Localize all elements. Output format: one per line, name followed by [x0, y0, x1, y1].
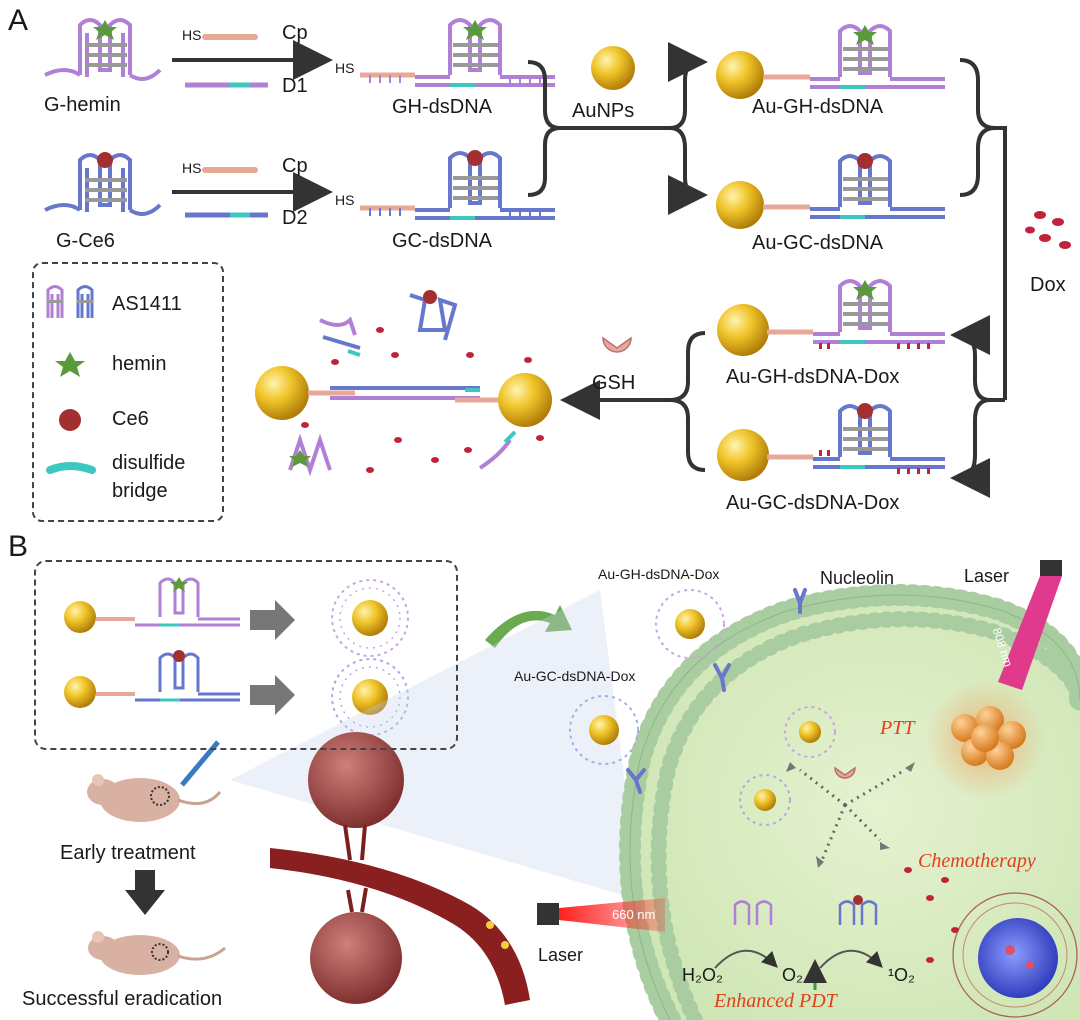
- legend-disulfide: disulfide: [112, 452, 186, 474]
- g-ce6-label: G-Ce6: [56, 230, 115, 252]
- release-dotted-arrows: [799, 768, 906, 861]
- aunps-merge-arrows: [527, 42, 708, 215]
- mouse-eradicated: [88, 931, 226, 975]
- au-gh-dsdna-dox-b-label: Au-GH-dsDNA-Dox: [598, 566, 720, 582]
- hs-label-1: HS: [182, 27, 202, 43]
- cell-nucleus: [952, 892, 1078, 1018]
- au-gc-dsdna-dox-structure: [717, 403, 945, 481]
- dox-in-cell: [904, 867, 959, 963]
- hs-label-4: HS: [335, 192, 355, 208]
- au-gh-dsdna-dox-structure: [717, 279, 945, 356]
- cp-d1-reagents: [172, 34, 333, 88]
- au-gh-dsdna-structure: [716, 24, 945, 99]
- pdt-reaction: [714, 895, 883, 990]
- au-gc-dsdna-dox-label: Au-GC-dsDNA-Dox: [726, 492, 900, 514]
- legend-icons: [46, 285, 96, 474]
- chevron-arrow-icons: [786, 762, 915, 868]
- legend-ce6: Ce6: [112, 408, 149, 430]
- cp-label-2: Cp: [282, 155, 308, 177]
- g-ce6-structure: [44, 152, 162, 216]
- successful-eradication-label: Successful eradication: [22, 988, 223, 1010]
- cp-d2-reagents: [172, 167, 333, 218]
- released-products: [255, 290, 552, 477]
- laser-808-beam: [998, 560, 1062, 690]
- legend-bridge: bridge: [112, 480, 168, 502]
- gc-dsdna-label: GC-dsDNA: [392, 230, 493, 252]
- o2-label: O₂: [782, 965, 803, 985]
- au-gh-dsdna-label: Au-GH-dsDNA: [752, 96, 884, 118]
- ptt-label: PTT: [880, 717, 915, 739]
- legend-as1411: AS1411: [112, 293, 182, 315]
- legend-box: [32, 262, 224, 522]
- dox-molecules-icon: [1025, 211, 1071, 249]
- nanoconstruct-box: [34, 560, 458, 750]
- ptt-cluster-icon: [951, 706, 1026, 770]
- green-curved-arrow: [485, 605, 572, 648]
- gsh-icon: [602, 336, 632, 353]
- ce6-legend-icon: [59, 409, 81, 431]
- au-gc-dsdna-structure: [716, 153, 945, 229]
- gh-dsdna-label: GH-dsDNA: [392, 96, 493, 118]
- assembled-np-gc: [331, 658, 409, 736]
- as1411-icon: [46, 285, 94, 318]
- gsh-label: GSH: [592, 372, 636, 394]
- d1-label: D1: [282, 75, 308, 97]
- gh-dsdna-structure: [360, 18, 555, 87]
- gsh-release-arrows: [560, 331, 706, 472]
- g-hemin-structure: [44, 18, 162, 81]
- tumor-vessel: [270, 732, 530, 1005]
- laser-660-beam: [537, 898, 665, 932]
- nucleolin-label: Nucleolin: [820, 568, 895, 588]
- panel-a-letter: A: [8, 4, 29, 37]
- nanoconstruct-row-gc: [64, 650, 240, 708]
- down-arrow: [125, 870, 165, 915]
- hs-label-3: HS: [335, 60, 355, 76]
- enhanced-pdt-label: Enhanced PDT: [714, 990, 837, 1012]
- np-outside-gc: [569, 695, 639, 765]
- assembly-arrows: [250, 600, 295, 715]
- hemin-icon: [93, 20, 117, 40]
- light-cone: [230, 590, 640, 900]
- disulfide-bridge-icon: [46, 462, 96, 474]
- internalized-nps: [739, 706, 856, 826]
- assembled-np-gh: [331, 579, 409, 657]
- dox-label: Dox: [1030, 274, 1066, 296]
- au-gc-dsdna-dox-b-label: Au-GC-dsDNA-Dox: [514, 668, 636, 684]
- dox-loading-arrows: [950, 58, 1007, 498]
- ce6-icon: [97, 152, 113, 168]
- h2o2-label: H₂O₂: [682, 965, 723, 985]
- cp-label-1: Cp: [282, 22, 308, 44]
- aunps-label: AuNPs: [572, 100, 635, 122]
- gc-dsdna-structure: [360, 150, 555, 220]
- nanoconstruct-row-gh: [64, 577, 240, 633]
- laser-bottom-label: Laser: [538, 945, 584, 965]
- aunp-icon: [591, 46, 635, 90]
- singlet-o2-label: ¹O₂: [888, 965, 915, 985]
- laser-top-label: Laser: [964, 566, 1010, 586]
- legend-hemin: hemin: [112, 353, 167, 375]
- hemin-legend-icon: [55, 352, 85, 377]
- early-treatment-label: Early treatment: [60, 842, 196, 864]
- np-outside-gh: [655, 589, 725, 659]
- nucleolin-receptor-icons: [626, 588, 807, 794]
- laser-660-nm-label: 660 nm: [612, 907, 656, 922]
- g-hemin-label: G-hemin: [44, 94, 121, 116]
- au-gc-dsdna-label: Au-GC-dsDNA: [752, 232, 884, 254]
- panel-b-letter: B: [8, 530, 29, 563]
- d2-label: D2: [282, 207, 308, 229]
- hs-label-2: HS: [182, 160, 202, 176]
- au-gh-dsdna-dox-label: Au-GH-dsDNA-Dox: [726, 366, 900, 388]
- chemotherapy-label: Chemotherapy: [918, 850, 1036, 872]
- mouse-early-treatment: [87, 740, 222, 822]
